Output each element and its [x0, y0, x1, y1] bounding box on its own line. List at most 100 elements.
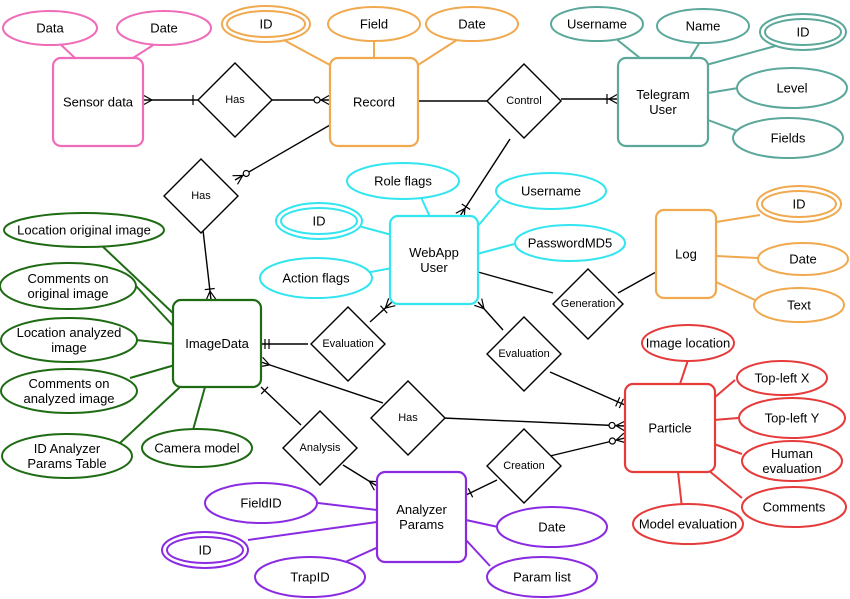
attribute-particle-top-left-y[interactable]: Top-left Y	[738, 397, 846, 439]
entity-sensor-data[interactable]: Sensor data	[51, 56, 145, 148]
relationship-analysis-label: Analysis	[300, 442, 341, 454]
attribute-analyzer-field-id[interactable]: FieldID	[204, 482, 318, 524]
relationship-creation[interactable]: Creation	[486, 428, 562, 504]
relationship-control[interactable]: Control	[486, 63, 562, 139]
entity-log[interactable]: Log	[654, 208, 718, 300]
attribute-particle-human-eval-label: Human	[771, 446, 813, 461]
attribute-connector	[247, 521, 378, 541]
attribute-connector	[713, 443, 743, 455]
attribute-image-id-analyzer-label: ID Analyzer	[34, 441, 101, 456]
attribute-analyzer-field-id-label: FieldID	[240, 496, 281, 511]
attribute-particle-comments[interactable]: Comments	[741, 486, 847, 528]
attribute-record-id[interactable]: ID	[221, 5, 311, 43]
attribute-telegram-name[interactable]: Name	[656, 8, 750, 44]
edge-generation-log	[617, 271, 657, 294]
attribute-telegram-username[interactable]: Username	[550, 6, 644, 42]
attribute-connector	[614, 37, 641, 59]
attribute-record-field[interactable]: Field	[327, 6, 421, 42]
entity-sensor-data-label: Sensor data	[63, 95, 134, 110]
attribute-connector	[707, 119, 741, 133]
edge-record-has-end-mark	[232, 169, 250, 185]
edge-evaluation-webapp-end-mark	[380, 298, 396, 314]
attribute-analyzer-param-list[interactable]: Param list	[486, 556, 598, 598]
relationship-analysis[interactable]: Analysis	[282, 410, 358, 486]
attribute-connector	[715, 255, 759, 259]
attribute-connector	[317, 502, 378, 511]
attribute-image-comments-analyzed-label: Comments on	[29, 376, 110, 391]
attribute-log-date-label: Date	[789, 252, 816, 267]
edge-has-particle-end-mark	[608, 420, 626, 432]
attribute-webapp-role-flags[interactable]: Role flags	[346, 162, 460, 200]
attribute-particle-top-left-x[interactable]: Top-left X	[736, 360, 828, 396]
attribute-webapp-action-flags-label: Action flags	[282, 271, 350, 286]
attribute-particle-image-location[interactable]: Image location	[641, 324, 735, 362]
attribute-analyzer-param-list-label: Param list	[513, 570, 571, 585]
attribute-sensor-date-label: Date	[150, 21, 177, 36]
attribute-record-id-label: ID	[260, 17, 273, 32]
attribute-webapp-id-label: ID	[313, 214, 326, 229]
attribute-connector	[707, 469, 743, 499]
relationship-has-record-image[interactable]: Has	[163, 158, 239, 234]
attribute-analyzer-date[interactable]: Date	[496, 506, 608, 548]
attribute-image-location-original[interactable]: Location original image	[3, 212, 165, 248]
attribute-telegram-level[interactable]: Level	[736, 67, 848, 109]
entity-particle[interactable]: Particle	[623, 382, 717, 474]
attribute-sensor-data-label: Data	[36, 21, 64, 36]
attribute-record-date[interactable]: Date	[425, 6, 519, 42]
attribute-analyzer-trap-id[interactable]: TrapID	[254, 556, 366, 598]
attribute-image-camera-model[interactable]: Camera model	[141, 428, 253, 468]
edge-imagedata-has	[260, 361, 384, 404]
attribute-telegram-name-label: Name	[686, 19, 721, 34]
edge-webapp-evaluation-start-mark	[474, 298, 485, 310]
attribute-webapp-username[interactable]: Username	[495, 172, 607, 210]
attribute-analyzer-id[interactable]: ID	[161, 531, 249, 569]
attribute-sensor-data[interactable]: Data	[2, 10, 98, 46]
attribute-telegram-id[interactable]: ID	[759, 13, 847, 51]
attribute-sensor-date[interactable]: Date	[116, 10, 212, 46]
attribute-log-date[interactable]: Date	[757, 242, 849, 276]
relationship-has-image-particle[interactable]: Has	[370, 380, 446, 456]
relationship-has-sensor-label: Has	[225, 94, 245, 106]
relationship-evaluation-image[interactable]: Evaluation	[310, 306, 386, 382]
attribute-particle-model-eval-label: Model evaluation	[639, 517, 737, 532]
attribute-telegram-level-label: Level	[776, 81, 807, 96]
edge-sensor-has-start-mark	[142, 94, 153, 106]
attribute-image-id-analyzer-label: Params Table	[27, 456, 106, 471]
attribute-connector	[129, 364, 176, 379]
attribute-connector	[476, 242, 519, 255]
edge-control-webapp	[459, 138, 511, 217]
attribute-analyzer-trap-id-label: TrapID	[290, 570, 329, 585]
attribute-connector	[135, 285, 176, 329]
edge-webapp-evaluation	[477, 301, 504, 331]
attribute-log-id[interactable]: ID	[756, 185, 842, 223]
attribute-particle-comments-label: Comments	[763, 500, 826, 515]
relationship-has-sensor[interactable]: Has	[197, 62, 273, 138]
relationship-evaluation-image-label: Evaluation	[322, 338, 373, 350]
relationship-generation[interactable]: Generation	[552, 268, 624, 340]
attribute-image-comments-analyzed-label: analyzed image	[23, 391, 114, 406]
attribute-connector	[689, 41, 701, 59]
entity-record[interactable]: Record	[328, 56, 420, 148]
attribute-particle-model-eval[interactable]: Model evaluation	[632, 503, 744, 545]
attribute-webapp-id[interactable]: ID	[275, 202, 363, 240]
entity-image-data[interactable]: ImageData	[171, 298, 263, 389]
attribute-webapp-role-flags-label: Role flags	[374, 174, 432, 189]
relationship-evaluation-particle[interactable]: Evaluation	[486, 316, 562, 392]
attribute-telegram-fields[interactable]: Fields	[732, 117, 844, 159]
attribute-connector	[476, 199, 501, 228]
attribute-connector	[707, 87, 739, 94]
attribute-webapp-action-flags[interactable]: Action flags	[259, 257, 373, 299]
edge-evaluation-particle	[549, 371, 626, 406]
attribute-log-text[interactable]: Text	[753, 287, 845, 323]
attribute-image-location-analyzed-label: image	[51, 340, 86, 355]
attribute-webapp-password[interactable]: PasswordMD5	[514, 224, 626, 262]
attribute-log-text-label: Text	[787, 298, 811, 313]
